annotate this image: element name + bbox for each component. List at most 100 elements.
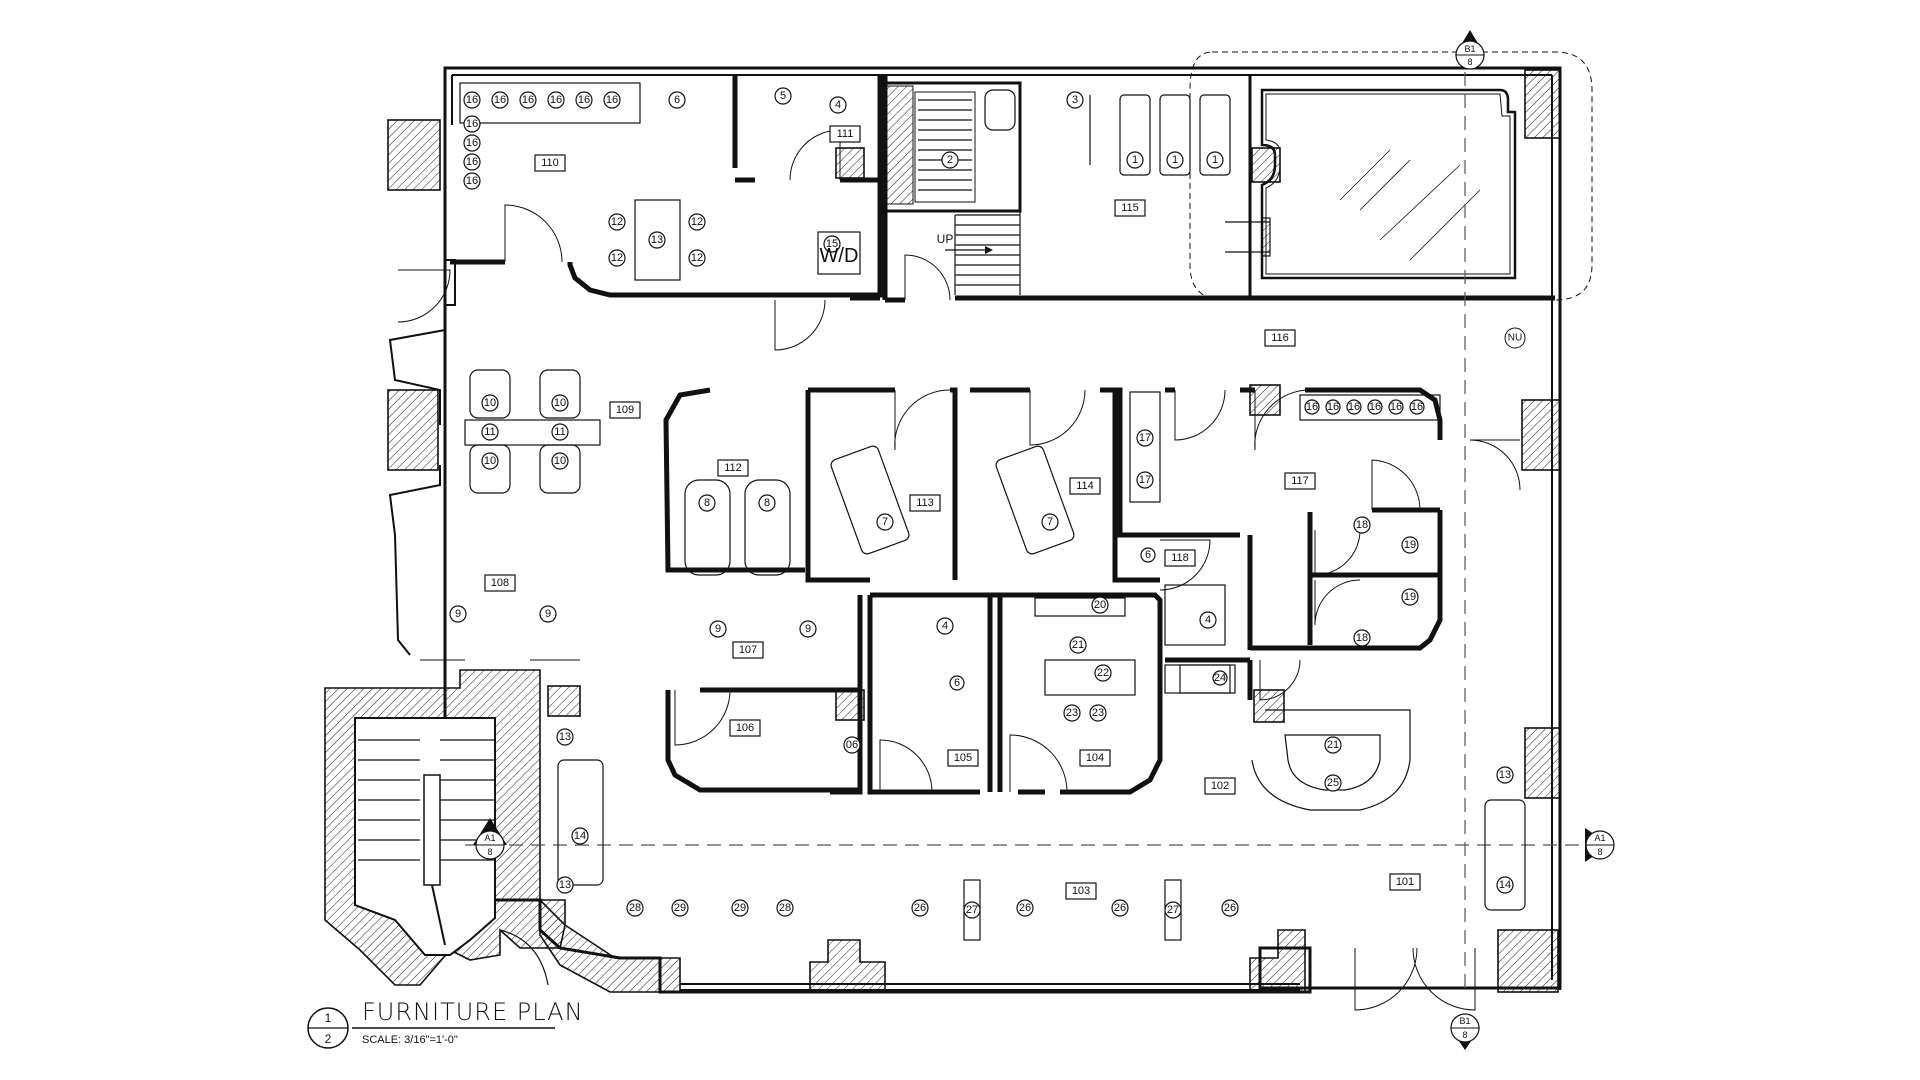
svg-text:29: 29 [674,902,686,914]
fixture-tag: 16 [1346,399,1362,415]
svg-text:16: 16 [606,94,618,106]
svg-text:B1: B1 [1464,44,1475,54]
fixture-tag: 11 [481,423,499,441]
svg-text:10: 10 [554,455,566,467]
svg-text:28: 28 [629,902,641,914]
washer-dryer-label: W/D [820,245,859,267]
svg-text:17: 17 [1139,432,1151,444]
fixture-tag: 18 [1353,516,1371,534]
svg-text:108: 108 [491,577,509,589]
svg-text:16: 16 [1369,401,1381,413]
fixture-tag: 12 [688,249,706,267]
fixture-tag: 26 [1221,899,1239,917]
svg-text:16: 16 [466,156,478,168]
fixture-tag: 10 [481,452,499,470]
svg-text:10: 10 [484,455,496,467]
fixture-tag: 16 [1367,399,1383,415]
svg-text:2: 2 [947,154,953,166]
fixture-tag: 10 [481,394,499,412]
fixture-tag: 9 [709,620,727,638]
svg-text:16: 16 [550,94,562,106]
svg-text:9: 9 [805,623,811,635]
stair-up-label: UP [937,232,954,246]
room-tag: 113 [909,494,941,512]
svg-text:16: 16 [1327,401,1339,413]
svg-text:28: 28 [779,902,791,914]
svg-text:26: 26 [914,902,926,914]
fixture-tag: 6 [1140,547,1156,563]
room-tag: 106 [729,719,761,737]
room-tag: 103 [1065,882,1097,900]
room-tag: 107 [732,641,764,659]
fixture-tag: 28 [776,899,794,917]
fixture-tag: 16 [519,91,537,109]
svg-text:6: 6 [954,677,960,689]
fixture-tag: 11 [551,423,569,441]
fixture-tag: 27 [1164,901,1182,919]
fixture-tag: 26 [911,899,929,917]
room-tags: 110 111 115 116 109 112 113 114 117 118 … [484,125,1421,900]
svg-text:14: 14 [1499,879,1511,891]
svg-text:4: 4 [942,620,948,632]
fixture-tag: 13 [556,876,574,894]
fixture-tag: 17 [1136,471,1154,489]
svg-text:16: 16 [466,175,478,187]
sauna-area [878,81,1022,295]
room-tag: 111 [829,125,861,143]
svg-text:26: 26 [1114,902,1126,914]
svg-text:12: 12 [691,216,703,228]
svg-text:114: 114 [1076,480,1094,492]
fixture-tag: 9 [539,605,557,623]
svg-text:5: 5 [780,90,786,102]
svg-text:25: 25 [1327,777,1339,789]
svg-text:13: 13 [651,234,663,246]
svg-text:06: 06 [846,739,858,751]
svg-text:19: 19 [1404,539,1416,551]
fixture-tag: 10 [551,452,569,470]
fixture-tag: 16 [463,172,481,190]
svg-text:20: 20 [1094,599,1106,611]
fixture-tag: 27 [963,901,981,919]
svg-text:8: 8 [1467,57,1472,67]
section-marker: B1 8 [1450,1013,1480,1050]
svg-text:16: 16 [1348,401,1360,413]
svg-text:16: 16 [1411,401,1423,413]
fixture-tag: 16 [1409,399,1425,415]
room-tag: 101 [1389,873,1421,891]
svg-text:112: 112 [724,462,742,474]
svg-text:4: 4 [1205,614,1211,626]
svg-text:10: 10 [554,397,566,409]
room-tag: 104 [1079,749,1111,767]
fixture-tag: 16 [463,91,481,109]
svg-text:110: 110 [541,157,559,169]
svg-text:21: 21 [1327,739,1339,751]
room-tag: 108 [484,574,516,592]
fixture-tag: 22 [1094,664,1112,682]
svg-text:1: 1 [1212,154,1218,166]
svg-text:26: 26 [1224,902,1236,914]
svg-text:6: 6 [674,94,680,106]
svg-text:11: 11 [484,426,495,438]
structural-columns [387,69,1561,993]
room-tag: 117 [1284,472,1316,490]
svg-text:8: 8 [1597,847,1602,857]
drawing-scale: SCALE: 3/16"=1'-0" [362,1034,458,1046]
svg-text:8: 8 [704,497,710,509]
detail-number: 1 [325,1011,332,1025]
svg-text:12: 12 [691,252,703,264]
svg-text:23: 23 [1066,707,1078,719]
nu-label: NU [1508,333,1522,344]
section-marker: A1 8 [1585,828,1615,862]
svg-text:16: 16 [466,137,478,149]
fixture-tag: 16 [1304,399,1320,415]
svg-text:1: 1 [1132,154,1138,166]
fixture-tag: 26 [1111,899,1129,917]
svg-text:4: 4 [835,99,841,111]
svg-text:7: 7 [1047,516,1053,528]
room-tag: 110 [534,154,566,172]
fixture-tag: 23 [1063,704,1081,722]
fixture-tags: 16 16 16 16 16 16 16 16 16 16 6 5 4 2 3 … [449,87,1514,919]
svg-text:13: 13 [559,731,571,743]
fixture-tag: 16 [463,134,481,152]
